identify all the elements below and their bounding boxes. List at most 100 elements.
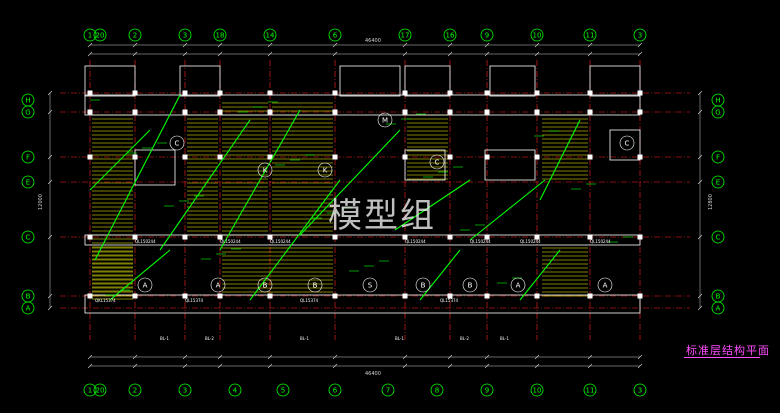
room-tag-label: A [143,282,148,290]
axis-bubble-bottom-label: 3 [638,387,642,395]
wall-outline [589,65,641,97]
beam-label-bottom: BL-2 [460,336,469,341]
room-tag [462,277,478,293]
overall-dim-left: 12000 [38,194,44,210]
column [87,234,93,240]
dimension-tick [402,363,408,369]
axis-bubble-top-label: 6 [333,32,338,40]
dimension-tick [182,51,188,57]
dimension-tick [87,363,93,369]
axis-bubble-right-label: G [715,109,720,117]
column [267,90,273,96]
room-tag-label: A [516,282,521,290]
column [637,154,643,160]
axis-bubble-bottom-label: 20 [96,387,105,395]
column [267,109,273,115]
column [534,154,540,160]
wall-outline [84,94,641,116]
dimension-tick [47,154,53,160]
column [267,293,273,299]
axis-bubble-right-label: C [716,234,721,242]
axis-bubble-right-label: F [716,154,720,162]
column [447,293,453,299]
axis-bubble-top-label: 14 [266,32,275,40]
axis-bubble-bottom [430,383,444,397]
dimension-tick [534,42,540,48]
beam-label-bottom: BL-1 [160,336,169,341]
dimension-tick [267,42,273,48]
room-tag [510,277,526,293]
wall-outline [484,149,536,181]
beam-label-bottom: BL-1 [500,336,509,341]
dimension-tick [637,51,643,57]
room-tag-label: A [603,282,608,290]
dimension-tick [87,354,93,360]
axis-bubble-left-label: B [26,293,31,301]
axis-bubble-bottom [128,383,142,397]
axis-bubble-left-label: C [26,234,31,242]
axis-bubble-left-label: E [26,179,30,187]
axis-bubble-top [178,28,192,42]
beam-label-bottom: BL-2 [205,336,214,341]
room-tag [317,162,333,178]
wall-outline [404,65,451,97]
axis-bubble-left-label: H [25,97,30,105]
room-tag-label: C [435,159,440,167]
axis-bubble-bottom-label: 6 [333,387,338,395]
dimension-tick [697,109,703,115]
dimension-tick [637,354,643,360]
room-tag-label: B [421,282,426,290]
room-tag [377,112,393,128]
axis-bubble-right [711,150,725,164]
dimension-tick [447,42,453,48]
dimension-tick [402,42,408,48]
overall-dim-right: 12800 [708,194,714,210]
axis-bubble-right [711,301,725,315]
axis-bubble-bottom-label: 5 [281,387,285,395]
column [587,293,593,299]
dimension-tick [587,51,593,57]
axis-bubble-top [263,28,277,42]
dimension-tick [697,90,703,96]
column [217,293,223,299]
column [587,234,593,240]
dimension-tick [447,51,453,57]
dimension-tick [132,42,138,48]
rebar-line [109,249,171,301]
dimension-tick [47,305,53,311]
dimension-tick [267,363,273,369]
axis-bubble-right-label: E [716,179,720,187]
column [637,109,643,115]
wall-outline [339,65,401,97]
rebar-line [159,119,251,251]
rebar-line [219,109,301,251]
room-tag [257,277,273,293]
wall-outline [609,129,641,161]
room-tag-label: S [368,282,373,290]
axis-bubble-right [711,175,725,189]
dimension-tick [402,354,408,360]
beam-label-mid: QL150244 [470,239,491,244]
room-tag [137,277,153,293]
room-tag-label: B [263,282,268,290]
column [132,109,138,115]
axis-bubble-bottom [93,383,107,397]
column [132,234,138,240]
column [267,154,273,160]
wall-outline [489,65,536,97]
rebar-line [539,119,581,201]
beam-label-mid: QL150244 [405,239,426,244]
column [447,90,453,96]
beam-label-mid: QL150244 [220,239,241,244]
column [534,90,540,96]
dimension-tick [182,363,188,369]
axis-bubble-bottom-label: 3 [183,387,187,395]
axis-bubble-top-label: 3 [183,32,187,40]
column [484,154,490,160]
axis-bubble-bottom-label: 11 [586,387,595,395]
rebar-line [299,129,401,236]
dimension-tick [47,293,53,299]
dimension-tick [697,234,703,240]
